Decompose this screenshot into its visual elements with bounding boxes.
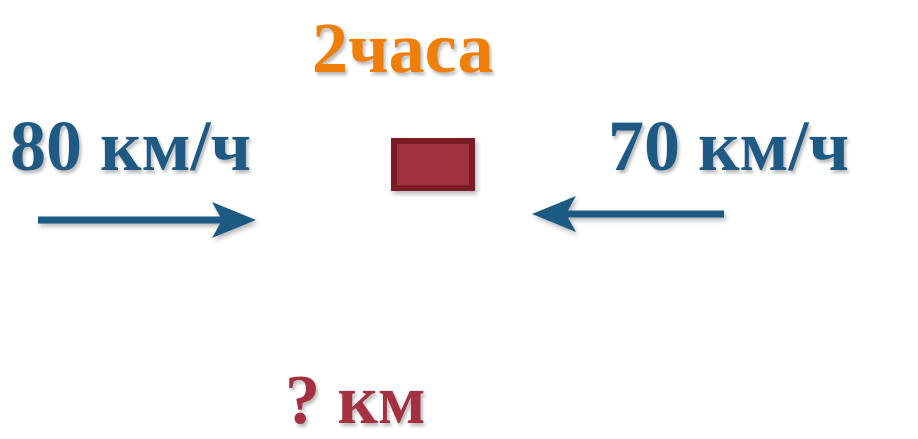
- speed-left-label: 80 км/ч: [10, 106, 252, 186]
- time-label: 2часа: [312, 8, 494, 88]
- flag-icon: [391, 138, 475, 191]
- speed-right-label: 70 км/ч: [608, 106, 850, 186]
- arrow-left-icon: [532, 196, 724, 232]
- distance-label: ? км: [285, 362, 426, 439]
- arrow-right-icon: [38, 202, 256, 238]
